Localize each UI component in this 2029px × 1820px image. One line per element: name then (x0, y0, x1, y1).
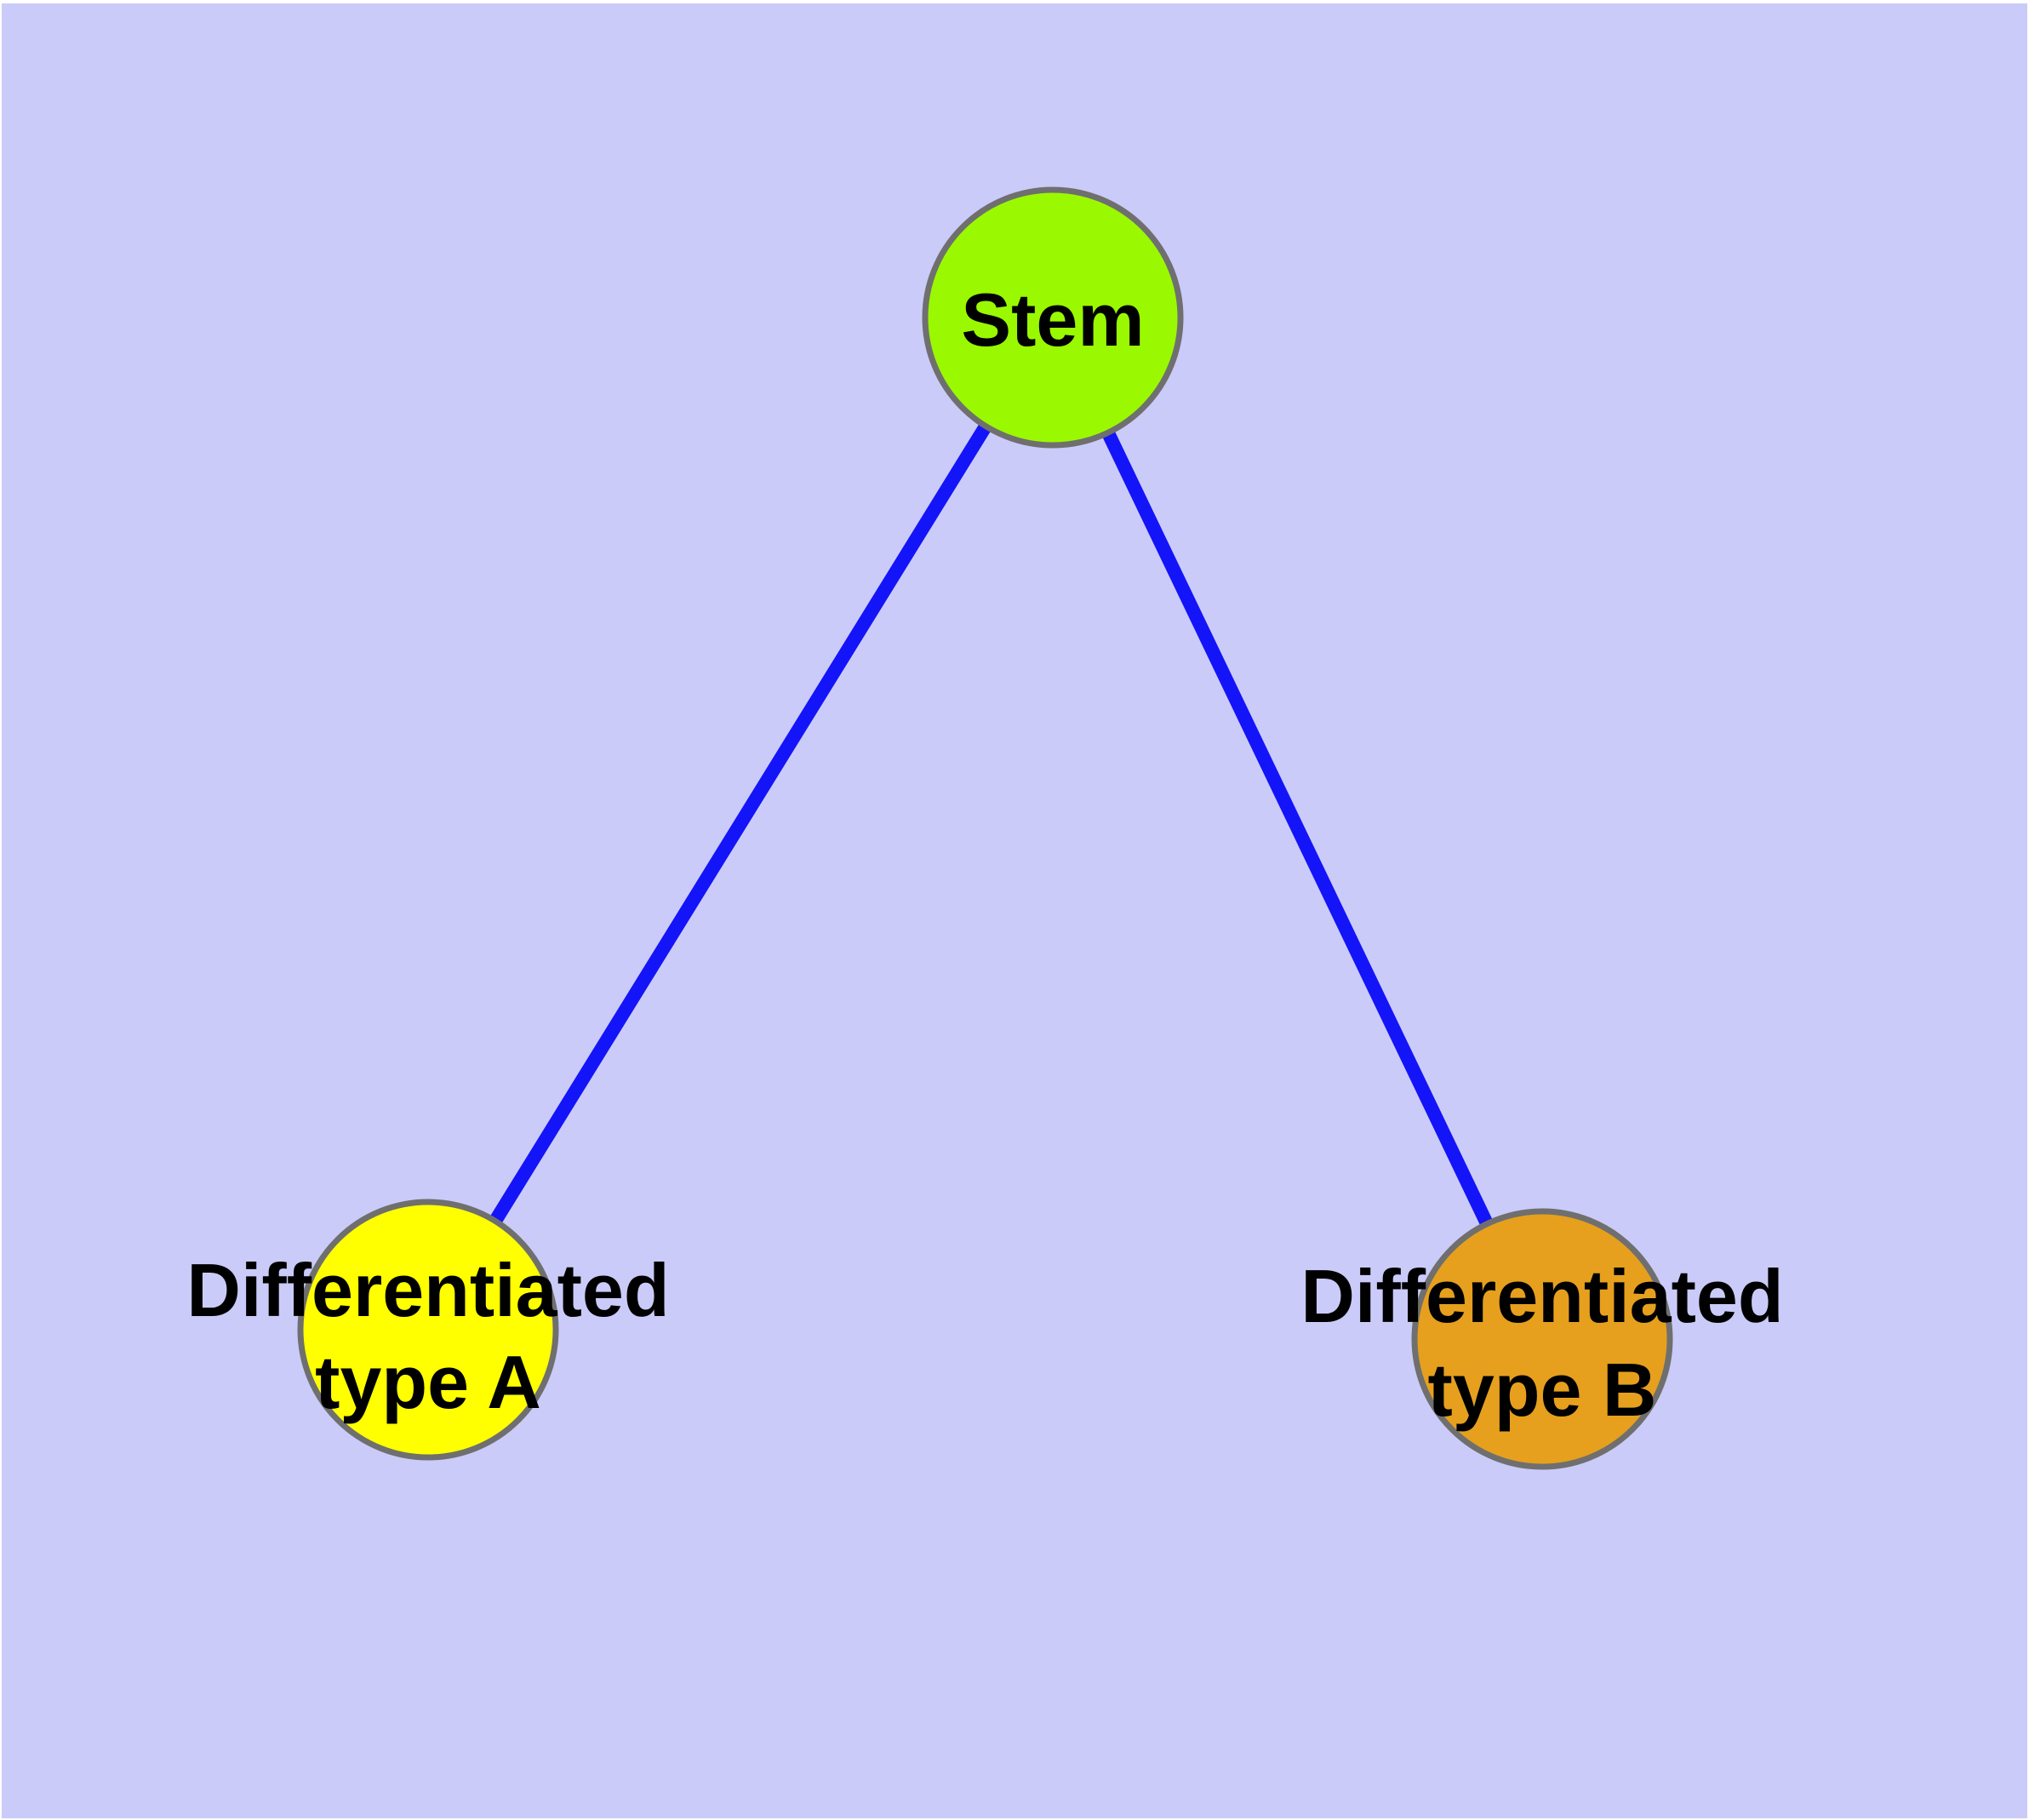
node-differentiated-type-b-circle (1411, 1208, 1673, 1470)
node-stem-label: Stem (961, 278, 1144, 362)
node-differentiated-type-a-label-line1: Differentiated (186, 1248, 669, 1332)
node-differentiated-type-a-circle (297, 1199, 559, 1461)
node-differentiated-type-a-label-line2: type A (315, 1340, 541, 1424)
node-differentiated-type-b-label-line1: Differentiated (1300, 1254, 1783, 1338)
node-differentiated-type-b-label-line2: type B (1428, 1348, 1657, 1432)
node-stem: Stem (922, 186, 1184, 449)
edge-stem-to-type-b (1046, 314, 1549, 1342)
edge-stem-to-type-a (422, 313, 1059, 1334)
node-stem-circle (922, 186, 1184, 449)
node-differentiated-type-a: Differentiated type A (186, 1199, 670, 1461)
node-differentiated-type-b: Differentiated type B (1300, 1208, 1784, 1470)
